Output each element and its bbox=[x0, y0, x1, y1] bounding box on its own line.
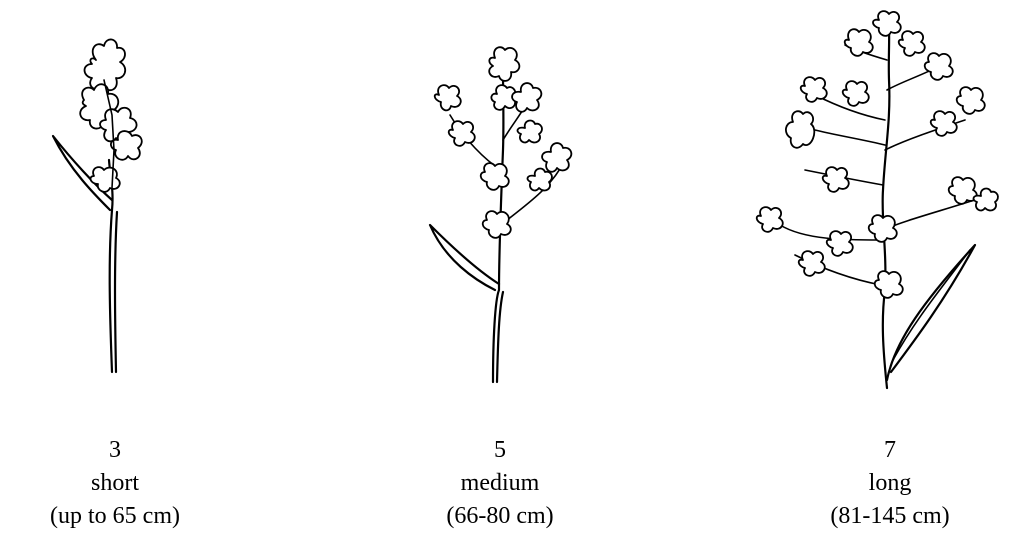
panicle-long-panel: 7 long (81-145 cm) bbox=[775, 0, 1005, 550]
panicle-short-drawing bbox=[0, 0, 230, 430]
score-label: 7 bbox=[775, 434, 1005, 467]
category-label: medium bbox=[385, 467, 615, 500]
category-label: short bbox=[0, 467, 230, 500]
panicle-medium-panel: 5 medium (66-80 cm) bbox=[385, 0, 615, 550]
panicle-short-caption: 3 short (up to 65 cm) bbox=[0, 434, 230, 533]
category-label: long bbox=[775, 467, 1005, 500]
score-label: 5 bbox=[385, 434, 615, 467]
score-label: 3 bbox=[0, 434, 230, 467]
panicle-medium-caption: 5 medium (66-80 cm) bbox=[385, 434, 615, 533]
range-label: (up to 65 cm) bbox=[0, 500, 230, 533]
range-label: (66-80 cm) bbox=[385, 500, 615, 533]
panicle-long-drawing bbox=[775, 0, 1005, 430]
range-label: (81-145 cm) bbox=[775, 500, 1005, 533]
panicle-short-panel: 3 short (up to 65 cm) bbox=[0, 0, 230, 550]
panicle-medium-drawing bbox=[385, 0, 615, 430]
panicle-long-caption: 7 long (81-145 cm) bbox=[775, 434, 1005, 533]
